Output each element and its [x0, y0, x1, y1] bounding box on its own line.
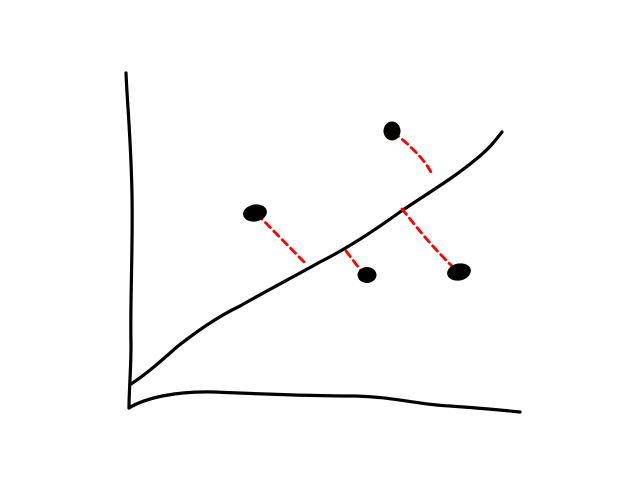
- fitted-line: [129, 130, 504, 386]
- axes: [124, 71, 522, 414]
- data-points: [243, 121, 471, 283]
- data-point: [357, 267, 377, 283]
- residual-line: [391, 130, 434, 176]
- residual-line: [400, 207, 458, 272]
- data-point: [447, 263, 471, 281]
- x-axis: [127, 390, 522, 414]
- data-point: [383, 121, 401, 141]
- y-axis: [124, 71, 134, 410]
- residual-line: [255, 212, 308, 266]
- data-point: [243, 204, 267, 222]
- residual-lines: [255, 130, 458, 278]
